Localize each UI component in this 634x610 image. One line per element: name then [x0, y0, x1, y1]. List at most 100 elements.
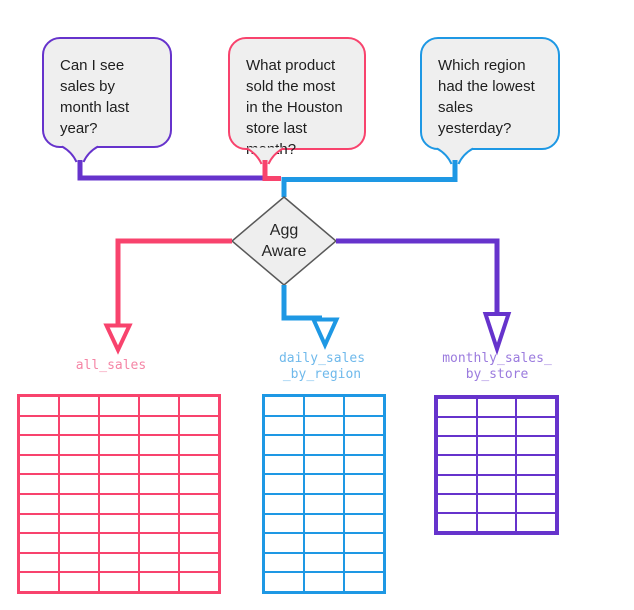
- table-cell: [265, 397, 303, 415]
- table-cell: [305, 514, 343, 533]
- table-cell: [345, 416, 383, 435]
- table-cell: [100, 553, 138, 572]
- table-cell: [140, 455, 178, 474]
- table-cell: [345, 495, 383, 513]
- table-cell: [20, 475, 58, 493]
- table-cell: [100, 495, 138, 513]
- table-cell: [305, 397, 343, 415]
- table-cell: [140, 416, 178, 435]
- table-cell: [60, 553, 98, 572]
- table-cell: [345, 475, 383, 493]
- table-cell: [265, 495, 303, 513]
- table-cell: [60, 475, 98, 493]
- table-cell: [20, 534, 58, 552]
- question-bubble-top-product: What product sold the most in the Housto…: [228, 37, 366, 158]
- table-cell: [180, 436, 218, 454]
- table-cell: [438, 513, 476, 531]
- table-cell: [305, 436, 343, 454]
- table-cell: [345, 534, 383, 552]
- table-cell: [517, 456, 555, 474]
- table-cell: [20, 553, 58, 572]
- arrowhead-daily-sales: [310, 317, 340, 350]
- table-cell: [20, 573, 58, 591]
- table-cell: [305, 553, 343, 572]
- table-cell: [305, 455, 343, 474]
- table-cell: [100, 455, 138, 474]
- table-cell: [305, 475, 343, 493]
- table-cell: [517, 494, 555, 512]
- table-cell: [438, 399, 476, 417]
- table-cell: [345, 573, 383, 591]
- table-cell: [517, 437, 555, 455]
- table-cell: [438, 437, 476, 455]
- table-cell: [100, 416, 138, 435]
- table-cell: [305, 495, 343, 513]
- table-cell: [517, 418, 555, 436]
- table-cell: [265, 475, 303, 493]
- table-cell: [345, 455, 383, 474]
- table-cell: [60, 436, 98, 454]
- question-text: Can I see sales by month last year?: [60, 57, 130, 137]
- table-cell: [345, 514, 383, 533]
- table-label-daily-sales-by-region: daily_sales _by_region: [278, 351, 366, 382]
- table-cell: [517, 475, 555, 493]
- table-cell: [140, 495, 178, 513]
- table-cell: [20, 397, 58, 415]
- table-cell: [140, 534, 178, 552]
- connector-question1-to-decision: [77, 160, 263, 181]
- question-bubble-monthly-sales: Can I see sales by month last year?: [42, 37, 172, 148]
- table-cell: [60, 534, 98, 552]
- table-cell: [265, 514, 303, 533]
- table-cell: [180, 495, 218, 513]
- table-cell: [180, 534, 218, 552]
- question-text: What product sold the most in the Housto…: [246, 57, 343, 158]
- table-cell: [517, 513, 555, 531]
- table-cell: [265, 436, 303, 454]
- table-cell: [345, 553, 383, 572]
- table-all-sales: [17, 394, 221, 594]
- decision-label: Agg Aware: [261, 222, 307, 260]
- table-cell: [477, 418, 516, 436]
- table-cell: [305, 416, 343, 435]
- table-cell: [100, 436, 138, 454]
- table-cell: [60, 455, 98, 474]
- arrow-line-to-daily-sales: [281, 285, 322, 321]
- arrow-line-to-monthly-sales: [336, 238, 500, 312]
- table-cell: [265, 455, 303, 474]
- table-cell: [477, 399, 516, 417]
- table-cell: [20, 514, 58, 533]
- table-cell: [345, 436, 383, 454]
- arrowhead-monthly-sales: [482, 312, 512, 356]
- table-cell: [20, 455, 58, 474]
- table-label-monthly-sales-by-store: monthly_sales_ by_store: [442, 351, 552, 382]
- table-cell: [140, 553, 178, 572]
- table-cell: [438, 494, 476, 512]
- table-cell: [20, 495, 58, 513]
- table-cell: [180, 514, 218, 533]
- table-cell: [100, 475, 138, 493]
- table-cell: [438, 418, 476, 436]
- table-cell: [100, 534, 138, 552]
- table-monthly-sales-by-store: [434, 395, 559, 535]
- connector-question2-to-decision: [262, 160, 281, 181]
- table-cell: [180, 475, 218, 493]
- table-cell: [265, 534, 303, 552]
- table-cell: [265, 416, 303, 435]
- table-cell: [20, 416, 58, 435]
- table-cell: [265, 553, 303, 572]
- question-bubble-lowest-region: Which region had the lowest sales yester…: [420, 37, 560, 150]
- table-cell: [100, 397, 138, 415]
- table-cell: [100, 514, 138, 533]
- table-cell: [180, 573, 218, 591]
- table-cell: [60, 514, 98, 533]
- table-label-all-sales: all_sales: [75, 358, 147, 373]
- table-cell: [265, 573, 303, 591]
- table-cell: [180, 416, 218, 435]
- table-cell: [477, 513, 516, 531]
- table-cell: [477, 494, 516, 512]
- table-cell: [180, 397, 218, 415]
- table-cell: [140, 436, 178, 454]
- table-daily-sales-by-region: [262, 394, 386, 594]
- table-cell: [345, 397, 383, 415]
- arrowhead-all-sales: [103, 323, 133, 355]
